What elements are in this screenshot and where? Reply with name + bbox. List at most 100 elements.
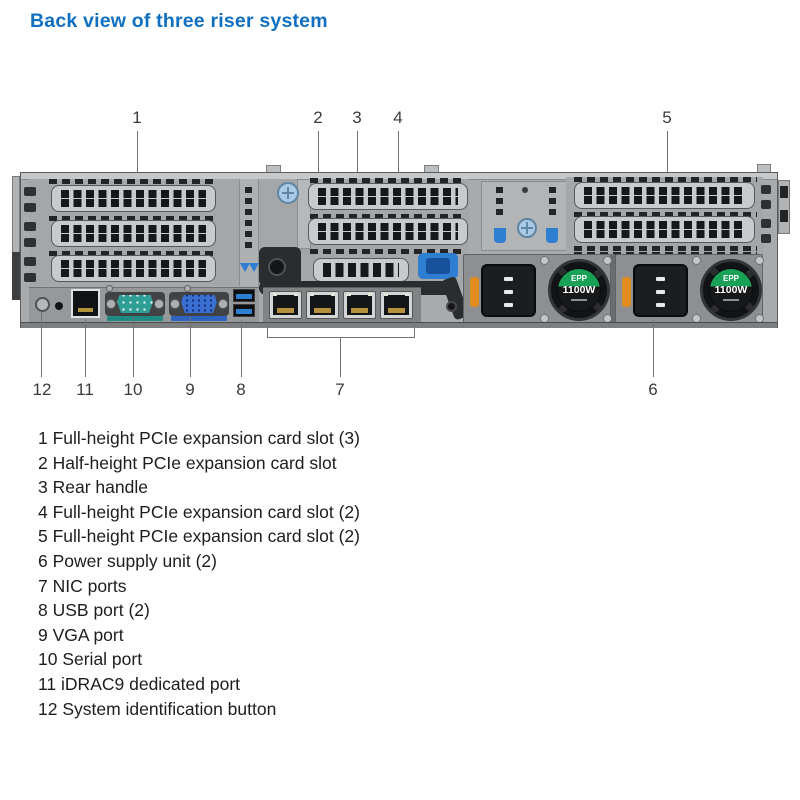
inlet-pin — [656, 303, 665, 307]
legend-item-11: 11 iDRAC9 dedicated port — [38, 673, 241, 694]
psu-rating-label: EPP 1100W — [709, 268, 753, 312]
psu-divider — [611, 254, 615, 324]
chassis-bottom-rail — [21, 322, 777, 328]
rj45-contacts — [388, 308, 405, 313]
rear-handle-knob — [268, 258, 286, 276]
blue-riser-clip — [494, 228, 506, 243]
callout-6: 6 — [648, 380, 658, 399]
server-back-chassis: EPP 1100W EPP 1100W — [20, 172, 778, 328]
slot-vent-holes — [323, 263, 399, 270]
legend-item-3: 3 Rear handle — [38, 477, 148, 498]
nic-port-1 — [269, 291, 302, 319]
vga-port — [181, 295, 217, 313]
blue-release-arrow-icon — [249, 263, 259, 272]
legend-item-1: 1 Full-height PCIe expansion card slot (… — [38, 428, 360, 448]
blue-riser-clip — [546, 228, 558, 243]
callout-11: 11 — [76, 380, 94, 399]
slot-vent-holes — [584, 187, 745, 195]
psu-release-latch — [470, 277, 479, 307]
pcie-slot-full-height-2 — [51, 220, 216, 247]
serial-port-screw — [154, 299, 164, 309]
leader-line-6 — [653, 320, 654, 377]
vga-port-label — [171, 316, 227, 321]
callout-4: 4 — [393, 108, 403, 127]
panel-hole — [55, 302, 63, 310]
callout-8: 8 — [236, 380, 246, 399]
callout-2: 2 — [313, 108, 323, 127]
pcie-slot-full-height-3 — [51, 255, 216, 282]
leader-bracket-7 — [267, 337, 415, 338]
leader-line-11 — [85, 319, 86, 377]
vent-strip — [310, 249, 466, 254]
inlet-pin — [504, 290, 513, 294]
psu-epp-text: EPP — [722, 274, 739, 283]
power-supply-unit-2: EPP 1100W — [615, 254, 764, 324]
bracket-clip — [24, 273, 36, 282]
vga-port-screw — [170, 299, 180, 309]
vent-column — [496, 187, 503, 217]
rj45-contacts — [351, 308, 368, 313]
serial-port — [117, 295, 153, 313]
legend-item-6: 6 Power supply unit (2) — [38, 550, 217, 571]
inlet-pin — [656, 290, 665, 294]
handle-screw — [446, 301, 457, 312]
slot-vent-holes — [323, 270, 399, 277]
blue-riser-latch — [418, 253, 458, 279]
psu-epp-text: EPP — [570, 274, 587, 283]
legend-item-7: 7 NIC ports — [38, 575, 127, 596]
blue-riser-latch-notch — [426, 258, 450, 274]
nic-port-4 — [380, 291, 413, 319]
legend-item-4: 4 Full-height PCIe expansion card slot (… — [38, 501, 360, 522]
right-rack-hook — [780, 210, 788, 222]
callout-5: 5 — [662, 108, 672, 127]
pcie-slot-half-height — [313, 258, 409, 282]
slot-vent-holes — [318, 188, 458, 196]
panel-screw-hole — [106, 285, 113, 292]
pcie-slot-full-height-4b — [308, 218, 468, 245]
nic-led — [273, 293, 277, 296]
leader-line-5 — [667, 131, 668, 194]
usb-port-1 — [233, 289, 255, 302]
blue-thumbscrew — [517, 218, 537, 238]
vent-column — [245, 187, 252, 253]
psu-screw — [540, 256, 549, 265]
vent-strip — [574, 177, 757, 182]
nic-port-2 — [306, 291, 339, 319]
serial-port-screw — [106, 299, 116, 309]
leader-bracket-7-left — [267, 322, 268, 337]
vent-column — [549, 187, 556, 217]
psu-screw — [692, 256, 701, 265]
bracket-clip — [761, 219, 771, 228]
serial-port-label — [107, 316, 163, 321]
legend-item-9: 9 VGA port — [38, 624, 124, 645]
screw-slot — [526, 222, 528, 234]
callout-10: 10 — [123, 380, 143, 399]
slot-vent-holes — [61, 234, 206, 242]
bracket-clip — [24, 187, 36, 196]
leader-line-9 — [190, 317, 191, 377]
usb-tongue — [236, 309, 252, 314]
inlet-pin — [504, 277, 513, 281]
vent-strip — [49, 216, 217, 221]
vent-strip — [310, 178, 466, 183]
rj45-contacts — [277, 308, 294, 313]
pcie-slot-full-height-5a — [574, 182, 755, 209]
pcie-slot-full-height-5b — [574, 216, 755, 243]
rj45-contacts — [78, 308, 93, 312]
page-title: Back view of three riser system — [30, 10, 328, 32]
slot-vent-holes — [61, 225, 206, 233]
psu-fineprint — [723, 299, 739, 301]
callout-3: 3 — [352, 108, 362, 127]
pcie-slot-full-height-4a — [308, 183, 468, 210]
bracket-clip — [761, 234, 771, 243]
leader-line-4 — [398, 131, 399, 191]
psu-fineprint — [571, 299, 587, 301]
slot-vent-holes — [584, 230, 745, 238]
bracket-clip — [24, 238, 36, 247]
slot-vent-holes — [61, 269, 206, 277]
leader-line-8 — [241, 320, 242, 377]
slot-vent-holes — [584, 196, 745, 204]
inlet-pin — [656, 277, 665, 281]
vent-strip — [310, 214, 466, 219]
